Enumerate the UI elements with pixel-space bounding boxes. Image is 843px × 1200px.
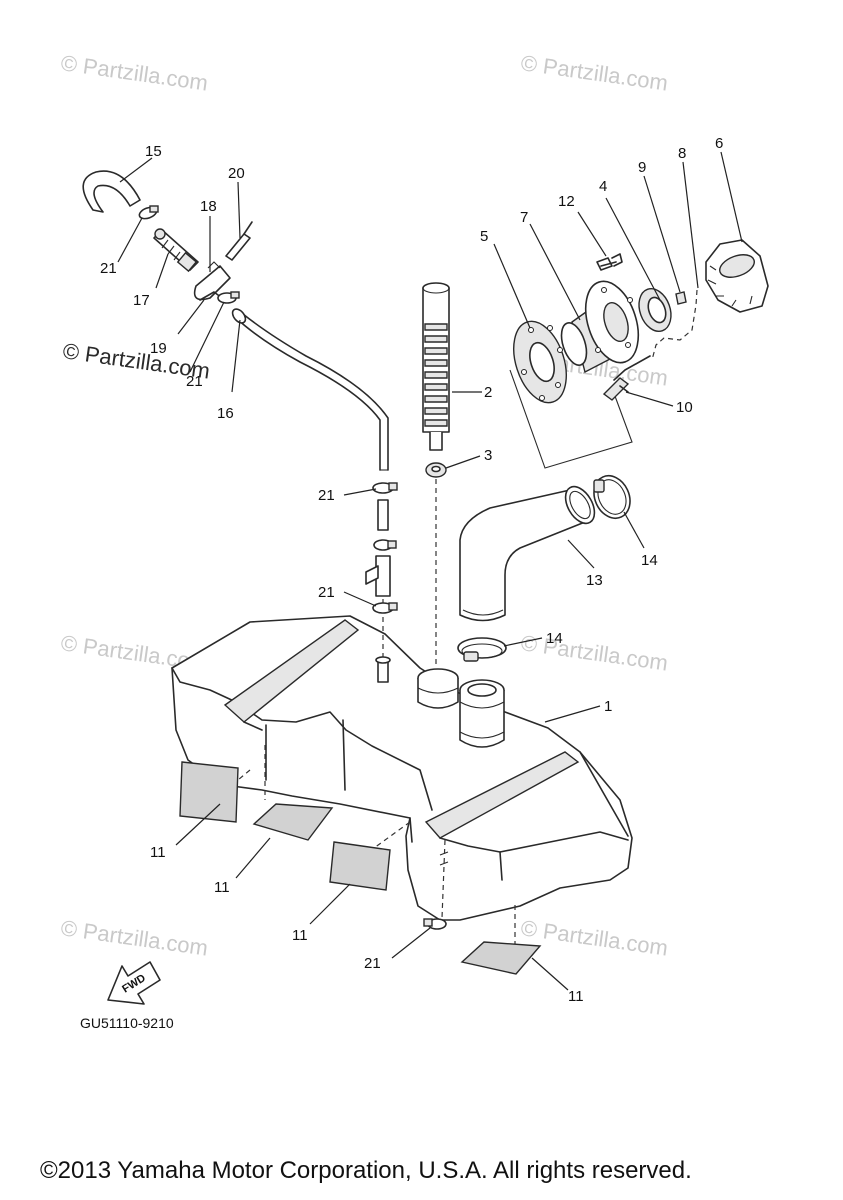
callout-17: 17 [133,292,150,309]
fuel-fitting [375,656,391,683]
watermark: © Partzilla.com [519,915,669,960]
filler-neck-bracket [509,369,633,469]
filler-cap-part-6[interactable] [705,239,769,313]
callout-2: 2 [484,384,492,401]
callout-21: 21 [100,260,117,277]
rivet-part-9[interactable] [675,291,687,305]
fuel-tank-part-1[interactable] [171,615,633,921]
callout-labels: 1 2 3 4 5 6 7 8 9 10 11 11 11 11 12 13 1… [100,135,723,1005]
watermark: © Partzilla.com [519,50,669,95]
copyright-notice: ©2013 Yamaha Motor Corporation, U.S.A. A… [40,1157,692,1184]
callout-19: 19 [150,340,167,357]
chain-part-8[interactable] [651,289,698,361]
callout-21: 21 [318,584,335,601]
clip-part-10[interactable] [602,355,651,401]
gasket-part-4[interactable] [633,284,676,336]
callout-16: 16 [217,405,234,422]
hose-part-16[interactable] [230,307,389,471]
hose-clamp-part-14-lower[interactable] [457,637,507,662]
callout-21: 21 [186,373,203,390]
gasket-part-5[interactable] [504,315,576,410]
damper-pad-part-11[interactable] [252,803,334,841]
assembly-line [441,839,446,919]
callout-12: 12 [558,193,575,210]
screw-part-12[interactable] [596,253,623,271]
tank-filler-neck [417,668,505,748]
callout-20: 20 [228,165,245,182]
callout-13: 13 [586,572,603,589]
damper-pad-part-11[interactable] [460,941,542,975]
joint-part-20[interactable] [225,221,253,261]
callout-4: 4 [599,178,607,195]
forward-arrow-icon: FWD [107,961,161,1005]
damper-pad-part-11[interactable] [329,841,391,891]
callout-14: 14 [641,552,658,569]
callout-9: 9 [638,159,646,176]
washer-part-3[interactable] [425,462,447,478]
callout-15: 15 [145,143,162,160]
callout-7: 7 [520,209,528,226]
leader-lines [117,151,743,991]
fuel-filter-part-17[interactable] [153,228,199,273]
hose-clip-part-21[interactable] [423,918,447,930]
hose-clip-part-21[interactable] [372,482,398,494]
hose-clip-part-21[interactable] [138,205,159,221]
callout-21: 21 [318,487,335,504]
callout-18: 18 [200,198,217,215]
hose-clip-part-21[interactable] [217,291,240,304]
callout-10: 10 [676,399,693,416]
callout-5: 5 [480,228,488,245]
filler-hose-part-13[interactable] [459,482,600,622]
callout-11: 11 [214,879,230,896]
callout-11: 11 [150,844,166,861]
hose-clamp-part-14-upper[interactable] [587,470,636,524]
callout-14: 14 [546,630,563,647]
fuel-strainer-part-2[interactable] [422,282,450,451]
callout-6: 6 [715,135,723,152]
callout-11: 11 [292,927,308,944]
watermark: © Partzilla.com [519,630,669,675]
hose-clip-part-21[interactable] [372,602,398,614]
callout-8: 8 [678,145,686,162]
assembly-line [373,821,411,849]
fuel-fitting [365,499,397,597]
watermark: © Partzilla.com [59,50,209,95]
callout-3: 3 [484,447,492,464]
callout-11: 11 [568,988,584,1005]
callout-21: 21 [364,955,381,972]
filler-neck-part-7[interactable] [557,275,648,374]
callout-1: 1 [604,698,612,715]
diagram-code: GU51110-9210 [80,1015,174,1031]
hose-part-15[interactable] [82,170,141,213]
damper-pad-part-11[interactable] [179,761,239,823]
watermark: © Partzilla.com [59,915,209,960]
